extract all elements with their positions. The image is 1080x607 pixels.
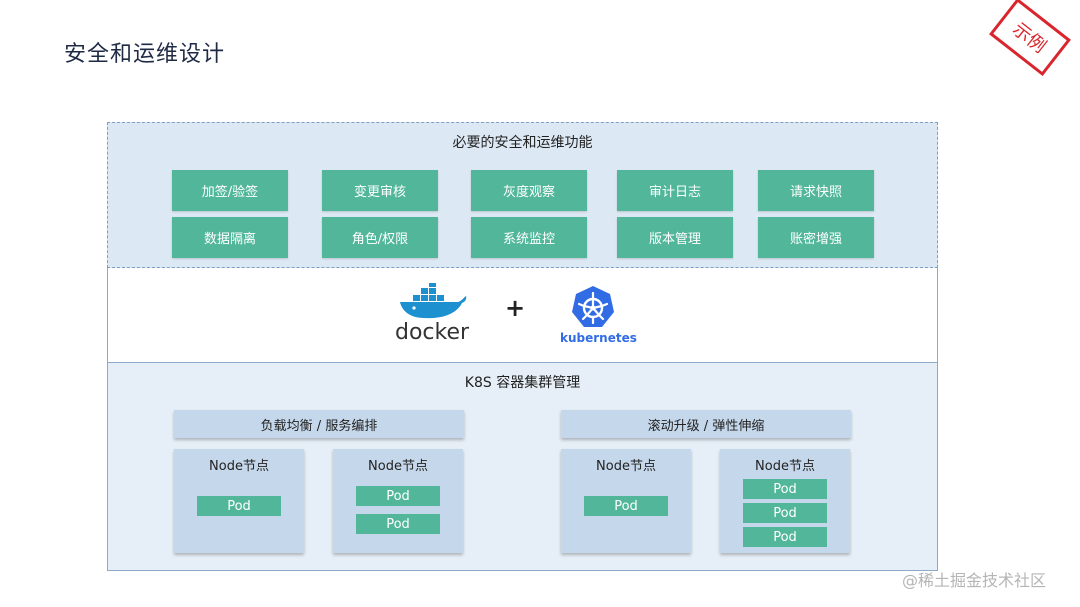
feature-box: 灰度观察	[471, 170, 587, 211]
feature-box: 变更审核	[322, 170, 438, 211]
feature-box: 审计日志	[617, 170, 733, 211]
node-card: Node节点 Pod	[174, 449, 304, 553]
pod-box: Pod	[584, 496, 668, 516]
feature-box: 角色/权限	[322, 217, 438, 258]
k8s-section-title: K8S 容器集群管理	[464, 375, 581, 391]
kubernetes-logo-text: kubernetes	[560, 331, 637, 345]
group-header-rolling-upgrade: 滚动升级 / 弹性伸缩	[561, 410, 851, 438]
pod-box: Pod	[743, 527, 827, 547]
security-section-title: 必要的安全和运维功能	[452, 135, 593, 151]
pod-box: Pod	[743, 479, 827, 499]
feature-box: 账密增强	[758, 217, 874, 258]
plus-sign: +	[505, 294, 526, 322]
page-title: 安全和运维设计	[64, 42, 226, 67]
node-label: Node节点	[596, 459, 656, 474]
node-label: Node节点	[755, 459, 815, 474]
pod-box: Pod	[356, 486, 440, 506]
pod-box: Pod	[356, 514, 440, 534]
kubernetes-helm-icon	[572, 286, 614, 327]
node-label: Node节点	[209, 459, 269, 474]
node-card: Node节点 Pod Pod	[333, 449, 463, 553]
watermark: @稀土掘金技术社区	[902, 571, 1047, 590]
node-card: Node节点 Pod	[561, 449, 691, 553]
feature-box: 请求快照	[758, 170, 874, 211]
logos-section	[107, 268, 938, 362]
pod-box: Pod	[197, 496, 281, 516]
group-header-load-balancing: 负载均衡 / 服务编排	[174, 410, 464, 438]
feature-box: 系统监控	[471, 217, 587, 258]
docker-logo-text: docker	[395, 320, 470, 345]
node-card: Node节点 Pod Pod Pod	[720, 449, 850, 553]
node-label: Node节点	[368, 459, 428, 474]
pod-box: Pod	[743, 503, 827, 523]
docker-whale-icon	[400, 283, 467, 319]
feature-box: 版本管理	[617, 217, 733, 258]
sample-stamp: 示例	[989, 0, 1071, 77]
feature-box: 加签/验签	[172, 170, 288, 211]
feature-box: 数据隔离	[172, 217, 288, 258]
